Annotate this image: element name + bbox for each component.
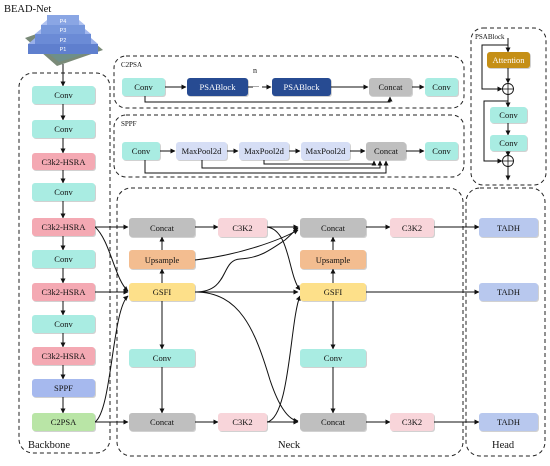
head-tadh-2: TADH: [479, 283, 538, 301]
backbone-c3k2-hsra-4: C3k2-HSRA: [32, 347, 95, 365]
backbone-region: [18, 72, 111, 454]
c2psa-conv-out: Conv: [425, 78, 458, 96]
head-tadh-1: TADH: [479, 218, 538, 237]
c2psa-psablock-n: PSABlock: [272, 78, 331, 96]
head-region: [465, 187, 546, 457]
neck-c3k2-3: C3K2: [218, 413, 267, 431]
sppf-maxpool-3: MaxPool2d: [301, 142, 350, 160]
pyramid-level-p3: [41, 25, 85, 34]
neck-label: Neck: [278, 440, 301, 451]
backbone-sppf: SPPF: [32, 379, 95, 397]
psablock-conv-1: Conv: [490, 107, 527, 123]
psablock-section-label: PSABlock: [475, 33, 505, 41]
backbone-c3k2-hsra-1: C3k2-HSRA: [32, 153, 95, 170]
c2psa-ellipsis: ...: [253, 80, 259, 89]
backbone-c2psa: C2PSA: [32, 413, 95, 431]
psablock-add-op-1: [502, 83, 514, 95]
c2psa-psablock-1: PSABlock: [187, 78, 248, 96]
sppf-maxpool-2: MaxPool2d: [239, 142, 289, 160]
neck-upsample-2: Upsample: [300, 250, 366, 269]
neck-conv-1: Conv: [129, 349, 195, 367]
pyramid-label-p3: P3: [60, 28, 67, 34]
neck-concat-1: Concat: [129, 218, 195, 237]
neck-gsfi-1: GSFI: [129, 283, 195, 301]
neck-concat-3: Concat: [129, 413, 195, 431]
pyramid-level-p1: [28, 44, 98, 54]
c2psa-section-label: C2PSA: [121, 61, 143, 69]
backbone-conv-4: Conv: [32, 250, 95, 268]
neck-concat-2: Concat: [300, 218, 366, 237]
sppf-concat: Concat: [366, 142, 406, 160]
psablock-add-op-2: [502, 155, 514, 167]
model-title: BEAD-Net: [4, 4, 52, 15]
pyramid-level-p4: [47, 15, 79, 25]
backbone-conv-3: Conv: [32, 183, 95, 201]
pyramid-image: [25, 15, 103, 66]
sppf-region: [113, 114, 465, 178]
backbone-conv-1: Conv: [32, 86, 95, 104]
neck-conv-2: Conv: [300, 349, 366, 367]
backbone-conv-5: Conv: [32, 315, 95, 333]
sppf-maxpool-1: MaxPool2d: [176, 142, 227, 160]
pyramid-label-p2: P2: [60, 38, 67, 44]
pyramid-label-p1: P1: [60, 47, 67, 53]
neck-c3k2-1: C3K2: [218, 218, 267, 237]
c2psa-conv-in: Conv: [122, 78, 165, 96]
psablock-attention: Attention: [487, 52, 530, 68]
sppf-section-label: SPPF: [121, 120, 137, 128]
neck-concat-4: Concat: [300, 413, 366, 431]
head-tadh-3: TADH: [479, 413, 538, 431]
c2psa-concat: Concat: [369, 78, 412, 96]
backbone-c3k2-hsra-2: C3k2-HSRA: [32, 218, 95, 236]
c2psa-region: [113, 55, 465, 109]
pyramid-label-p4: P4: [60, 19, 67, 25]
sppf-conv-in: Conv: [122, 142, 160, 160]
backbone-c3k2-hsra-3: C3k2-HSRA: [32, 283, 95, 301]
psablock-conv-2: Conv: [490, 135, 527, 151]
neck-c3k2-2: C3K2: [390, 218, 434, 237]
head-label: Head: [492, 440, 515, 451]
psablock-region: [470, 27, 547, 186]
backbone-conv-2: Conv: [32, 120, 95, 138]
sppf-conv-out: Conv: [425, 142, 458, 160]
neck-upsample-1: Upsample: [129, 250, 195, 269]
c2psa-repeat-n: n: [253, 66, 257, 75]
neck-gsfi-2: GSFI: [300, 283, 366, 301]
pyramid-level-p2: [35, 34, 91, 44]
neck-c3k2-4: C3K2: [390, 413, 434, 431]
backbone-label: Backbone: [28, 440, 70, 451]
